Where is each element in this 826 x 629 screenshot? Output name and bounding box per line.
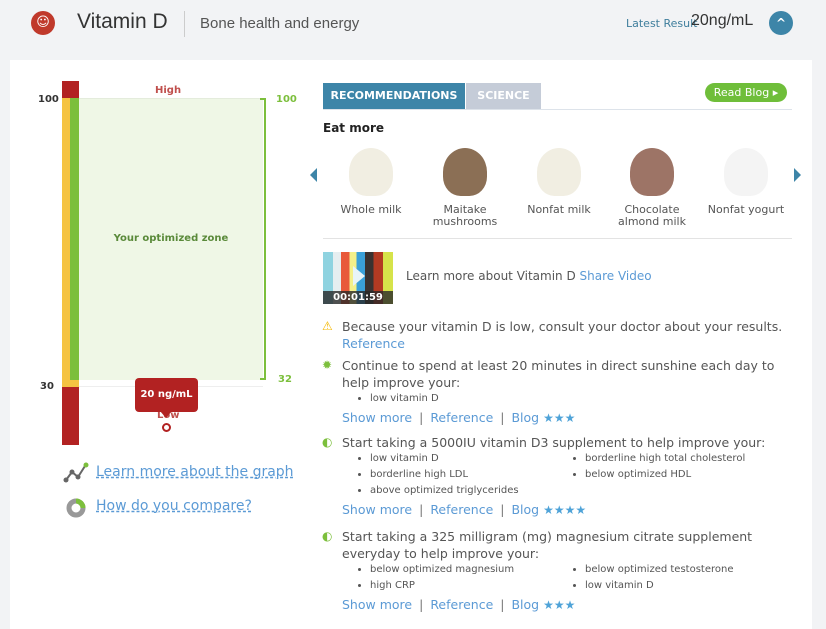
food-name: Nonfat milk <box>527 203 591 216</box>
recommendation: ⚠ Because your vitamin D is low, consult … <box>322 318 792 352</box>
list-item: below optimized HDL <box>585 467 800 483</box>
list-item: low vitamin D <box>370 451 585 467</box>
video-caption: Learn more about Vitamin D Share Video <box>406 269 652 283</box>
list-item: borderline high total cholesterol <box>585 451 800 467</box>
zone-label: Your optimized zone <box>113 233 229 244</box>
reference-link[interactable]: Reference <box>342 336 405 351</box>
reference-link[interactable]: Reference <box>430 597 494 612</box>
read-blog-button[interactable]: Read Blog ▸ <box>705 83 787 102</box>
divider <box>323 238 792 239</box>
carousel-next-icon[interactable] <box>794 168 801 182</box>
zone-tick-32: 32 <box>278 374 292 385</box>
recommendation-text: Because your vitamin D is low, consult y… <box>342 319 783 334</box>
food-name: Chocolate almond milk <box>618 203 686 228</box>
divider <box>184 11 185 37</box>
caret-right-icon: ▸ <box>772 86 779 99</box>
compare-link[interactable]: How do you compare? <box>96 498 252 514</box>
show-more-link[interactable]: Show more <box>342 502 413 517</box>
tick-30: 30 <box>40 381 54 392</box>
food-image <box>537 148 581 196</box>
video-duration: 00:01:59 <box>323 291 393 304</box>
tick-100: 100 <box>38 94 59 105</box>
pill-icon: ◐ <box>322 529 333 543</box>
reference-link[interactable]: Reference <box>430 502 494 517</box>
tab-science[interactable]: SCIENCE <box>466 83 541 109</box>
latest-result-label: Latest Result <box>626 17 698 30</box>
list-item: low vitamin D <box>585 578 800 594</box>
food-name: Maitake mushrooms <box>432 203 498 228</box>
rating-stars: ★★★ <box>543 411 576 425</box>
recommendation-text: Continue to spend at least 20 minutes in… <box>342 358 775 390</box>
latest-result-value: 20ng/mL <box>691 12 754 29</box>
food-image <box>349 148 393 196</box>
optimal-range-bar <box>70 98 79 380</box>
recommendation-text: Start taking a 5000IU vitamin D3 supplem… <box>342 435 766 450</box>
food-name: Whole milk <box>340 203 402 216</box>
tooltip-arrow <box>160 411 172 418</box>
food-image <box>630 148 674 196</box>
high-range-bar <box>62 81 79 98</box>
donut-chart-icon <box>66 498 86 518</box>
recommendation: ◐ Start taking a 325 milligram (mg) magne… <box>322 528 792 614</box>
list-item: above optimized triglycerides <box>370 483 585 499</box>
optimized-zone <box>79 98 263 380</box>
list-item: below optimized testosterone <box>585 562 800 578</box>
page-subtitle: Bone health and energy <box>200 15 360 32</box>
food-item[interactable]: Nonfat milk <box>514 148 604 216</box>
food-item[interactable]: Chocolate almond milk <box>607 148 697 228</box>
food-item[interactable]: Nonfat yogurt <box>701 148 791 216</box>
high-label: High <box>155 85 182 96</box>
list-item: below optimized magnesium <box>370 562 585 578</box>
learn-graph-link[interactable]: Learn more about the graph <box>96 464 294 480</box>
page-title: Vitamin D <box>77 10 168 33</box>
show-more-link[interactable]: Show more <box>342 597 413 612</box>
blog-link[interactable]: Blog <box>511 410 540 425</box>
low-range-bar <box>62 387 79 445</box>
play-icon <box>353 266 365 286</box>
tabs-divider <box>323 109 792 110</box>
warning-icon: ⚠ <box>322 319 333 333</box>
reference-link[interactable]: Reference <box>430 410 494 425</box>
food-item[interactable]: Whole milk <box>326 148 416 216</box>
improvement-list: below optimized magnesiumbelow optimized… <box>370 562 792 594</box>
food-image <box>443 148 487 196</box>
video-thumbnail[interactable]: 00:01:59 <box>323 252 393 304</box>
chevron-up-icon[interactable]: ^ <box>769 11 793 35</box>
recommendation: ◐ Start taking a 5000IU vitamin D3 supple… <box>322 434 792 519</box>
result-marker[interactable] <box>162 423 171 432</box>
improvement-list: low vitamin Dborderline high total chole… <box>370 451 792 499</box>
show-more-link[interactable]: Show more <box>342 410 413 425</box>
eat-more-heading: Eat more <box>323 121 385 135</box>
food-image <box>724 148 768 196</box>
result-tooltip: 20 ng/mL <box>135 378 198 412</box>
rating-stars: ★★★ <box>543 598 576 612</box>
blog-link[interactable]: Blog <box>511 502 540 517</box>
improvement-list: low vitamin D <box>370 391 792 407</box>
video-text: Learn more about Vitamin D <box>406 269 576 283</box>
recommendation: ✹ Continue to spend at least 20 minutes i… <box>322 357 792 427</box>
sun-icon: ✹ <box>322 358 333 372</box>
list-item: high CRP <box>370 578 585 594</box>
food-name: Nonfat yogurt <box>707 203 785 216</box>
zone-tick-100: 100 <box>276 94 297 105</box>
graph-icon <box>63 462 89 483</box>
read-blog-label: Read Blog <box>713 86 770 99</box>
food-item[interactable]: Maitake mushrooms <box>420 148 510 228</box>
list-item: borderline high LDL <box>370 467 585 483</box>
blog-link[interactable]: Blog <box>511 597 540 612</box>
share-video-link[interactable]: Share Video <box>579 269 652 283</box>
rating-stars: ★★★★ <box>543 503 587 517</box>
pill-icon: ◐ <box>322 435 333 449</box>
zone-bracket <box>260 98 266 380</box>
carousel-prev-icon[interactable] <box>310 168 317 182</box>
list-item: low vitamin D <box>370 391 585 407</box>
tab-recommendations[interactable]: RECOMMENDATIONS <box>323 83 465 109</box>
vitamin-figure-icon: ☺ <box>31 11 55 35</box>
recommendation-text: Start taking a 325 milligram (mg) magnes… <box>342 529 753 561</box>
